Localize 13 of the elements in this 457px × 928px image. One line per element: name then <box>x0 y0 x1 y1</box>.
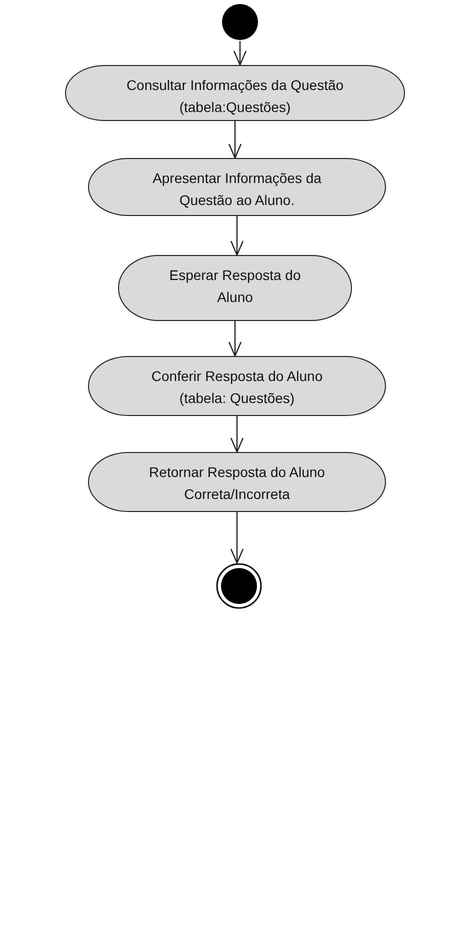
arrow <box>228 321 242 357</box>
initial-node-circle <box>221 3 259 41</box>
activity-label: Retornar Resposta do Aluno Correta/Incorreta <box>148 463 326 504</box>
arrow <box>228 121 242 159</box>
activity-label: Conferir Resposta do Aluno (tabela: Questões) <box>150 367 324 408</box>
arrow <box>230 416 244 453</box>
arrow <box>230 512 244 564</box>
activity-label: Apresentar Informações da Questão ao Aluno. <box>152 169 322 210</box>
final-node-circle <box>216 563 262 609</box>
arrow <box>233 41 247 66</box>
arrow <box>230 216 244 256</box>
activity-label: Esperar Resposta do Aluno <box>168 266 302 307</box>
activity-label: Consultar Informações da Questão (tabela:Questões) <box>125 76 345 117</box>
